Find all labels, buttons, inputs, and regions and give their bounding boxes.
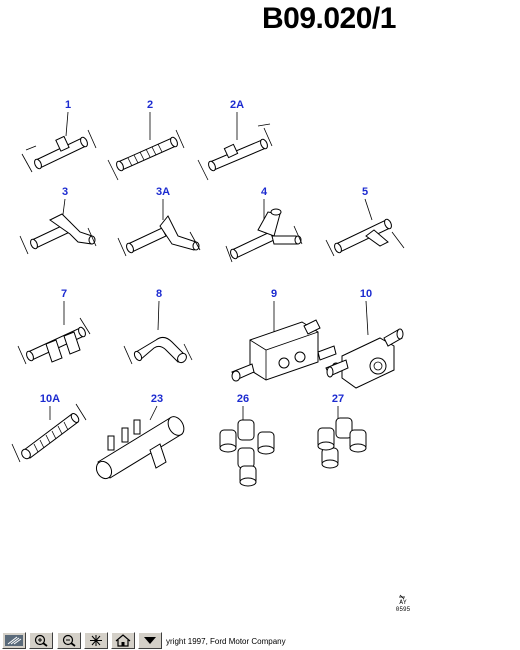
callout-7[interactable]: 7 — [60, 288, 68, 300]
part-4-drawing — [225, 208, 303, 263]
callout-2[interactable]: 2 — [146, 99, 154, 111]
callout-3[interactable]: 3 — [61, 186, 69, 198]
part-26-drawing — [219, 419, 275, 487]
part-8-drawing — [123, 336, 193, 365]
diagram-title: B09.020/1 — [262, 2, 396, 35]
part-9-drawing — [231, 319, 341, 382]
zoom-out-icon — [62, 634, 76, 647]
part-2a-drawing — [197, 123, 273, 181]
part-3a-drawing — [117, 215, 201, 257]
part-10a-drawing — [11, 403, 87, 463]
callout-2a[interactable]: 2A — [229, 99, 245, 111]
part-10-drawing — [325, 328, 404, 389]
callout-4[interactable]: 4 — [260, 186, 268, 198]
callout-27[interactable]: 27 — [331, 393, 345, 405]
viewer-toolbar — [0, 630, 520, 650]
part-2-drawing — [107, 129, 185, 181]
callout-10[interactable]: 10 — [359, 288, 373, 300]
copyright-text: yright 1997, Ford Motor Company — [166, 637, 286, 646]
home-icon — [115, 634, 131, 647]
part-7-drawing — [17, 317, 91, 365]
zoom-in-button[interactable] — [29, 632, 53, 649]
part-1-drawing — [21, 129, 97, 173]
callout-9[interactable]: 9 — [270, 288, 278, 300]
callout-23[interactable]: 23 — [150, 393, 164, 405]
fit-icon — [90, 635, 102, 646]
menu-button[interactable] — [138, 632, 162, 649]
callout-26[interactable]: 26 — [236, 393, 250, 405]
part-5-drawing — [325, 218, 405, 257]
drawing-code: AY 0595 — [395, 599, 411, 613]
parts-illustrations — [11, 111, 405, 600]
callout-5[interactable]: 5 — [361, 186, 369, 198]
callout-3a[interactable]: 3A — [155, 186, 171, 198]
fit-button[interactable] — [84, 632, 108, 649]
callout-8[interactable]: 8 — [155, 288, 163, 300]
callout-1[interactable]: 1 — [64, 99, 72, 111]
select-icon — [5, 635, 23, 646]
part-3-drawing — [19, 213, 97, 255]
callout-10a[interactable]: 10A — [39, 393, 61, 405]
select-button[interactable] — [2, 632, 26, 649]
zoom-out-button[interactable] — [57, 632, 81, 649]
part-23-drawing — [95, 416, 185, 480]
zoom-in-icon — [34, 634, 48, 647]
drawing-code-mark — [399, 594, 405, 600]
menu-arrow-icon — [144, 637, 156, 644]
part-27-drawing — [317, 417, 367, 469]
home-button[interactable] — [111, 632, 135, 649]
